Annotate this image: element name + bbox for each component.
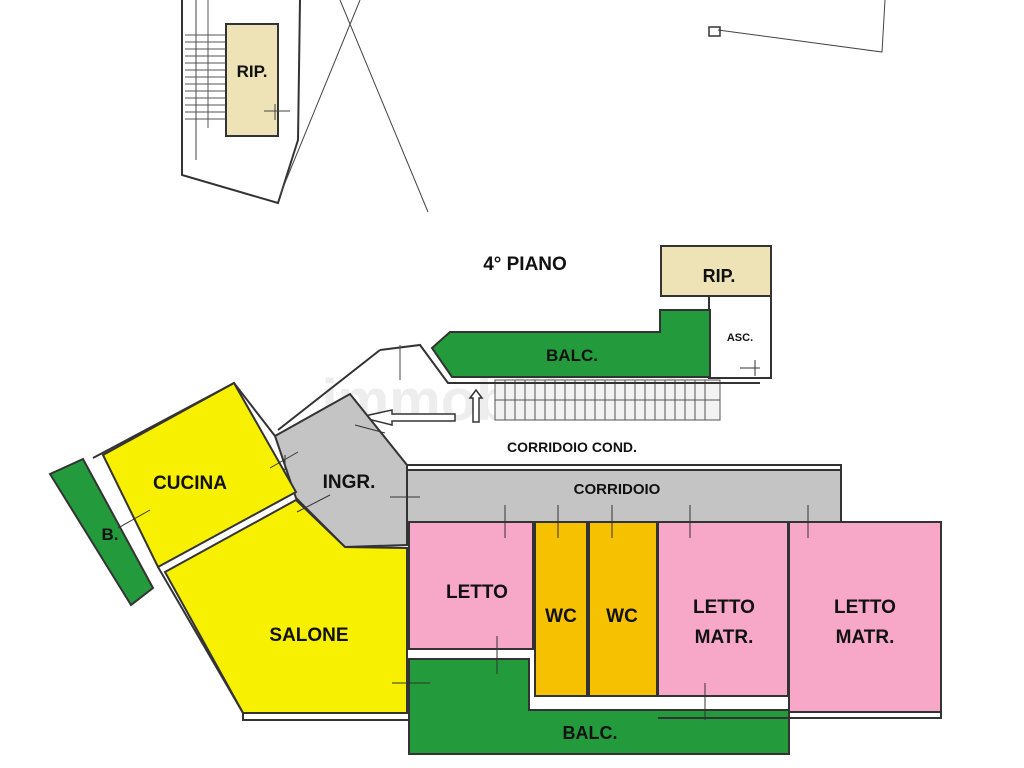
room-wc-2-label: WC [606, 606, 638, 627]
room-balc-bottom [408, 658, 790, 755]
floor-title: 4° PIANO [483, 254, 567, 275]
room-bagno [48, 457, 155, 607]
room-letto-matr-2-label: LETTO [834, 597, 896, 618]
entry-arrow-icon [359, 388, 484, 426]
upper-floor-fragment: RIP. [181, 0, 886, 213]
room-ingr [273, 392, 408, 549]
room-wc-2 [588, 521, 658, 697]
room-ingr-label: INGR. [323, 472, 376, 493]
room-corridoio [406, 469, 842, 523]
room-balc-top [430, 309, 711, 378]
room-balc-top-label: BALC. [546, 346, 598, 365]
room-salone-label: SALONE [269, 625, 348, 646]
room-rip [660, 245, 772, 297]
room-letto-matr-1-label: LETTO [693, 597, 755, 618]
room-letto-label: LETTO [446, 582, 508, 603]
room-rip-upper [225, 23, 279, 137]
staircase-main [494, 379, 721, 421]
corridoio-cond-label: CORRIDOIO COND. [507, 439, 637, 455]
room-balc-bottom-label: BALC. [563, 723, 618, 743]
room-asc-label: ASC. [727, 332, 753, 344]
room-asc [708, 295, 772, 379]
outer-walls [92, 381, 942, 721]
room-bagno-label: B. [102, 525, 119, 544]
door-marks [117, 360, 809, 720]
room-wc-1-label: WC [545, 606, 577, 627]
room-letto [408, 521, 534, 650]
room-wc-1 [534, 521, 588, 697]
room-rip-label: RIP. [703, 266, 736, 286]
staircase-upper [185, 0, 225, 128]
room-letto-matr-2 [788, 521, 942, 713]
room-corridoio-label: CORRIDOIO [574, 481, 661, 498]
room-letto-matr-2-label-2: MATR. [836, 627, 895, 648]
room-letto-matr-1-label-2: MATR. [695, 627, 754, 648]
room-rip-upper-label: RIP. [237, 62, 268, 81]
room-cucina-label: CUCINA [153, 473, 227, 494]
